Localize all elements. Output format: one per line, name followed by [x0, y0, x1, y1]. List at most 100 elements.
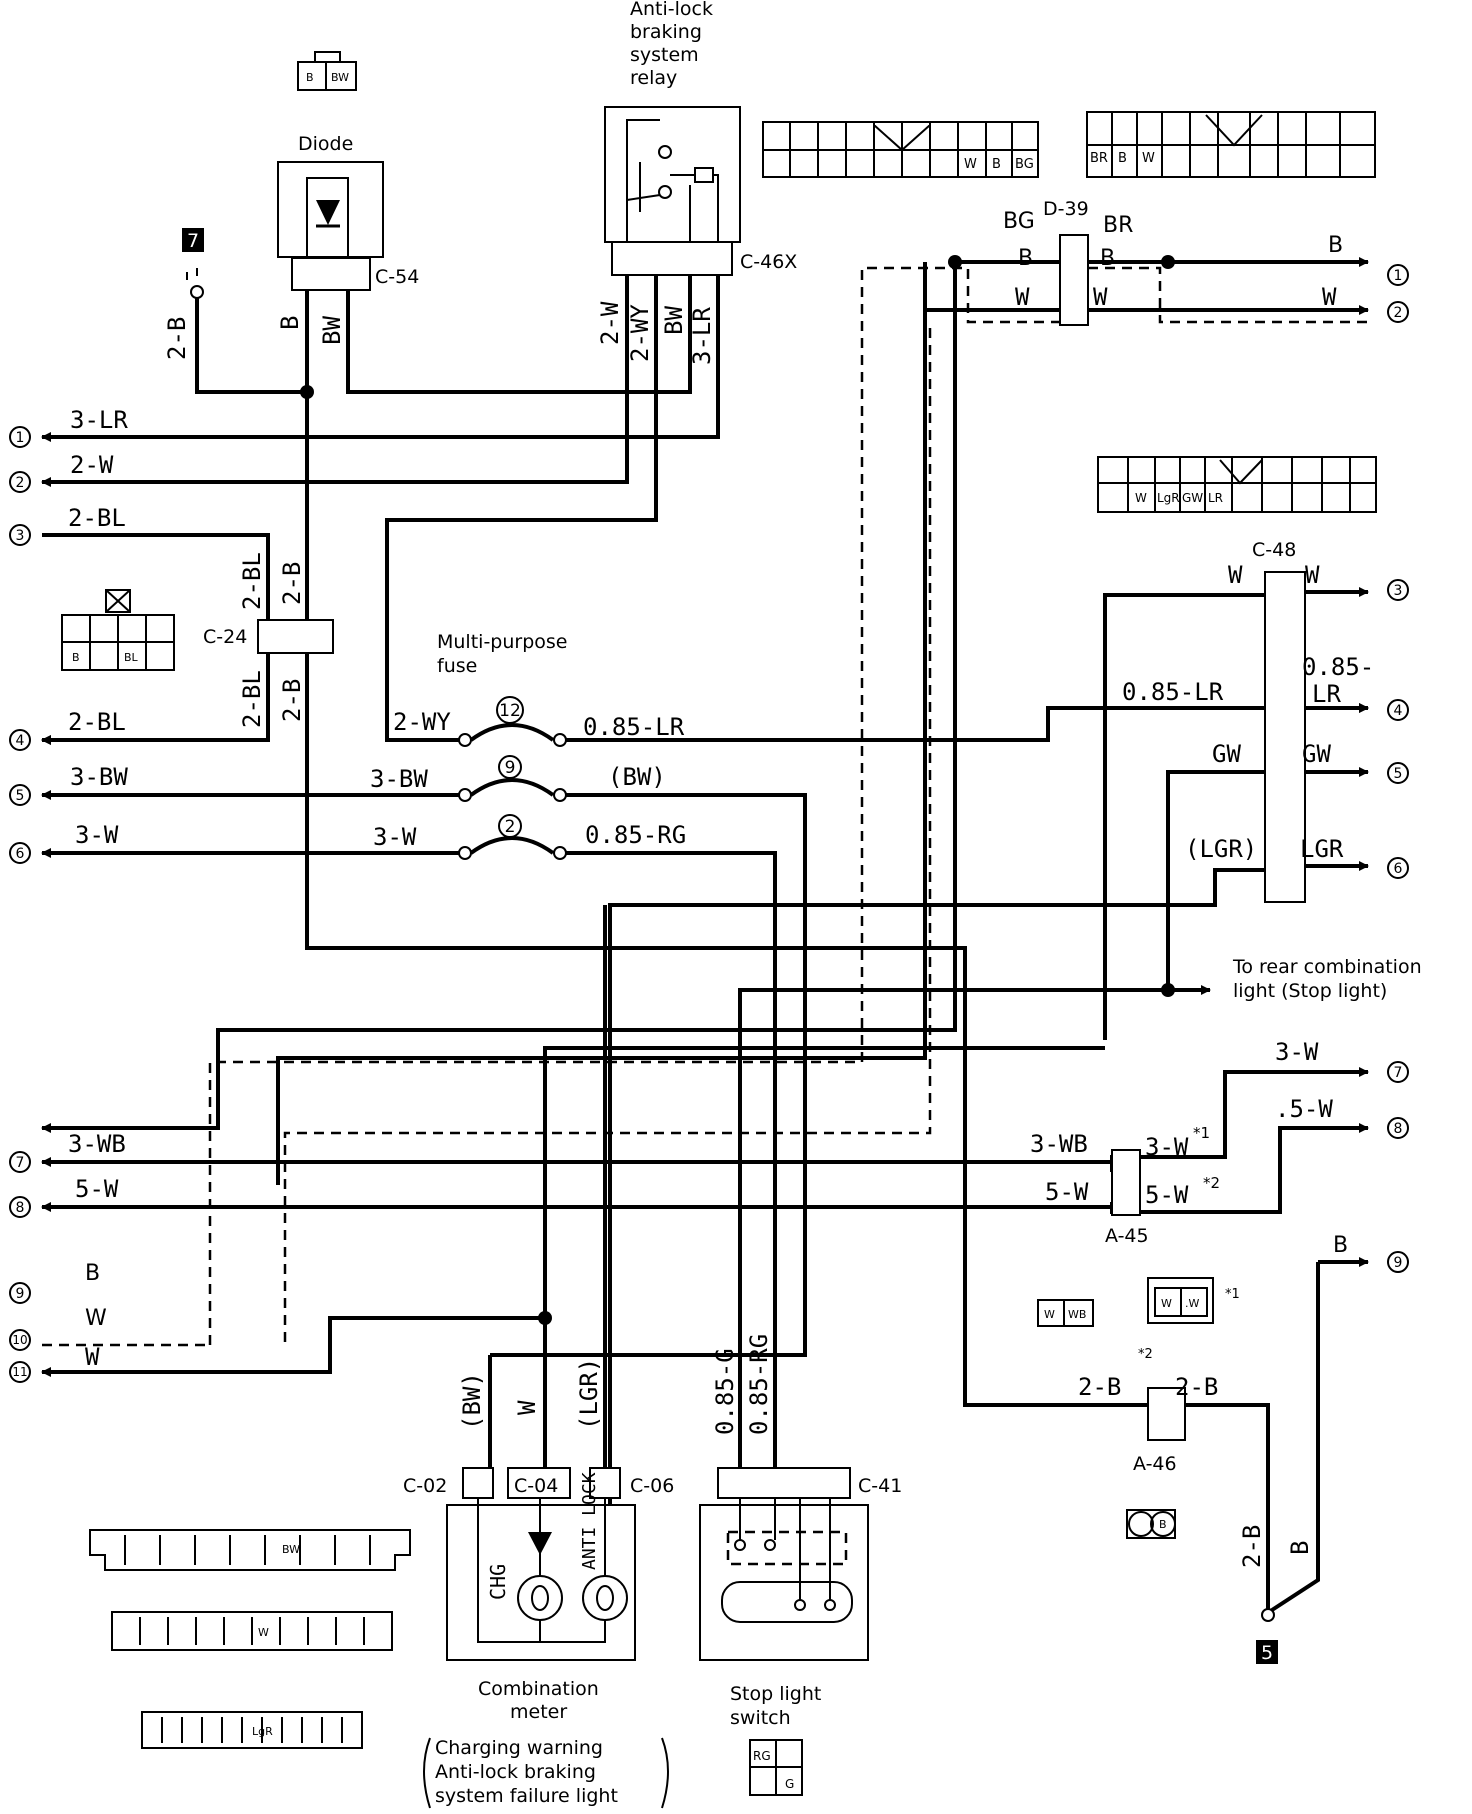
- wire-labels: 2-B B BW 2-W 2-WY BW 3-LR BG BR B B W W …: [68, 209, 1374, 1568]
- wl-3bw-fuse: 3-BW: [370, 765, 428, 793]
- svg-text:11: 11: [12, 1365, 27, 1379]
- face-c48-lgr: LgR: [1157, 491, 1180, 505]
- face-switch-rg: RG: [753, 1749, 771, 1763]
- wl-a45-5w-l: 5-W: [1045, 1178, 1089, 1206]
- svg-text:5: 5: [1394, 766, 1403, 782]
- face-meter-bw: BW: [282, 1543, 300, 1556]
- switch-label-1: Stop light: [730, 1683, 821, 1705]
- wl-bw-diode: BW: [318, 316, 346, 345]
- abs-relay-label-3: system: [630, 44, 699, 66]
- diode: [277, 161, 384, 291]
- wl-left10: W: [85, 1306, 107, 1331]
- wl-2b-ground: 2-B: [163, 317, 191, 360]
- note-star1: *1: [1193, 1124, 1210, 1142]
- wl-gnd5-b: B: [1286, 1541, 1314, 1555]
- wl-bw-paren: (BW): [608, 763, 666, 791]
- svg-text:9: 9: [1394, 1255, 1403, 1271]
- note-star2: *2: [1203, 1174, 1220, 1192]
- wl-r9: B: [1333, 1233, 1348, 1258]
- wl-085lr-fuse: 0.85-LR: [583, 713, 685, 741]
- label-c54: C-54: [375, 266, 419, 288]
- chg-label: CHG: [486, 1564, 510, 1600]
- face-c24-b: B: [72, 651, 80, 664]
- svg-text:1: 1: [1394, 268, 1403, 284]
- wl-left5: 3-BW: [70, 763, 128, 791]
- wl-c48-w-r: W: [1305, 561, 1320, 589]
- connector-a45: [1111, 1149, 1141, 1216]
- note-star2-face: *2: [1138, 1347, 1153, 1362]
- wires: [41, 257, 1369, 1620]
- meter-label-2: meter: [510, 1701, 567, 1723]
- svg-text:2: 2: [1394, 305, 1403, 321]
- terminal-left-11: 11: [9, 1361, 31, 1383]
- label-c41: C-41: [858, 1475, 902, 1497]
- terminal-left-7: 7: [9, 1151, 31, 1173]
- wl-out1-b: B: [1328, 233, 1343, 258]
- terminal-left-6: 6: [9, 842, 31, 864]
- wl-085rg-fuse: 0.85-RG: [585, 821, 686, 849]
- fuse-12-number: 12: [499, 701, 521, 721]
- wl-r8: .5-W: [1275, 1095, 1333, 1123]
- meter-note-3: system failure light: [435, 1785, 618, 1807]
- svg-text:10: 10: [12, 1333, 27, 1347]
- face-relay-bg: BG: [1015, 157, 1034, 172]
- face-c48-gw: GW: [1182, 491, 1203, 505]
- wl-left9: B: [85, 1261, 100, 1286]
- wl-r7: 3-W: [1275, 1038, 1319, 1066]
- face-c24-bl: BL: [124, 651, 139, 664]
- svg-text:1: 1: [16, 430, 25, 446]
- switch-label-2: switch: [730, 1707, 791, 1729]
- terminal-left-2: 2: [9, 471, 31, 493]
- wl-meter-bw: (BW): [458, 1372, 486, 1430]
- wl-c48-w-l: W: [1228, 561, 1243, 589]
- wl-bw-relay: BW: [660, 306, 688, 335]
- wl-meter-w: W: [513, 1400, 541, 1415]
- wl-2wy-relay: 2-WY: [626, 304, 654, 362]
- label-a46: A-46: [1133, 1453, 1177, 1475]
- wl-c48-lr: LR: [1312, 680, 1341, 708]
- wl-2w-relay: 2-W: [596, 301, 624, 345]
- face-diode-b: B: [306, 71, 314, 84]
- rear-light-label-1: To rear combination: [1232, 956, 1422, 978]
- terminal-right-9: 9: [1387, 1251, 1409, 1273]
- wl-lgr-r: LGR: [1300, 835, 1344, 863]
- svg-text:7: 7: [1394, 1065, 1403, 1081]
- wl-b-left: B: [1018, 246, 1033, 271]
- abs-relay-label-2: braking: [630, 21, 702, 43]
- meter-label-1: Combination: [478, 1678, 599, 1700]
- face-a45-wb: WB: [1068, 1308, 1086, 1321]
- wl-3lr-relay: 3-LR: [688, 307, 716, 365]
- anti-lock-label: ANTI LOCK: [579, 1472, 600, 1570]
- combination-meter: [446, 1467, 636, 1661]
- rear-light-label-2: light (Stop light): [1233, 980, 1387, 1002]
- fuse-label-1: Multi-purpose: [437, 631, 568, 653]
- terminal-left-9: 9: [9, 1282, 31, 1304]
- face-a45b-dotw: .W: [1185, 1297, 1199, 1310]
- label-c46x: C-46X: [740, 251, 797, 273]
- svg-text:3: 3: [16, 528, 25, 544]
- label-d39: D-39: [1043, 198, 1089, 220]
- svg-text:3: 3: [1394, 583, 1403, 599]
- wl-w-right: W: [1093, 283, 1108, 311]
- wl-gw-r: GW: [1302, 740, 1331, 768]
- wl-b-right: B: [1100, 246, 1115, 271]
- connector-c24: [257, 619, 334, 654]
- face-a46-b: B: [1159, 1518, 1167, 1531]
- multi-purpose-fuses: 12 9 2: [458, 696, 567, 860]
- face-relay-w: W: [964, 157, 977, 172]
- wl-left3: 2-BL: [68, 504, 126, 532]
- wl-left7: 3-WB: [68, 1130, 126, 1158]
- terminal-right-3: 3: [1387, 579, 1409, 601]
- note-star1-face: *1: [1225, 1287, 1240, 1302]
- face-meter-w: W: [258, 1626, 269, 1639]
- wl-br: BR: [1103, 213, 1133, 238]
- face-d39-b: B: [1118, 151, 1127, 166]
- terminals: 1 2 3 4 5 6 7 8 9 10 11 1 2 3 4 5 6 7 8 …: [9, 264, 1409, 1383]
- terminal-right-8: 8: [1387, 1117, 1409, 1139]
- svg-text:9: 9: [16, 1286, 25, 1302]
- wl-left11: W: [85, 1343, 100, 1371]
- wl-c48-085: 0.85-: [1302, 653, 1374, 681]
- ground-7-label: 7: [187, 230, 199, 252]
- wl-c24-2bl-top: 2-BL: [238, 552, 266, 610]
